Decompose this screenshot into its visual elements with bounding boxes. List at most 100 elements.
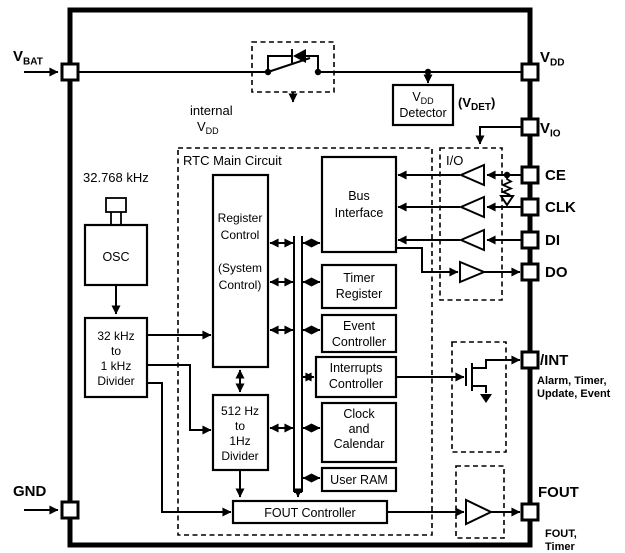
do-output-buffer-icon xyxy=(459,260,487,284)
vdd-detector-label-line1: VDD xyxy=(412,90,434,106)
divider32-line1: 32 kHz xyxy=(97,329,134,343)
bus-interface-line2: Interface xyxy=(335,206,384,220)
clk-pad xyxy=(520,197,540,217)
ce-label: CE xyxy=(545,167,566,184)
io-dashed-box xyxy=(439,147,503,301)
int-note-line2: Update, Event xyxy=(537,388,611,400)
io-label: I/O xyxy=(446,153,463,168)
rtc-main-circuit: RTC Main Circuit Register Control (Syste… xyxy=(177,147,433,536)
crystal-freq-label: 32.768 kHz xyxy=(83,170,149,185)
fout-note-line2: Timer xyxy=(545,541,575,553)
fout-controller-label: FOUT Controller xyxy=(264,506,355,520)
ground-icon xyxy=(499,195,515,207)
int-note-line1: Alarm, Timer, xyxy=(537,375,607,387)
pulldown-resistor-icon xyxy=(500,175,514,197)
divider32-line3: 1 kHz xyxy=(101,359,132,373)
pin-do: DO xyxy=(520,262,568,282)
interrupts-controller-box xyxy=(314,355,398,399)
power-rail xyxy=(78,68,522,76)
crystal-icon xyxy=(105,197,127,213)
di-label: DI xyxy=(545,232,560,249)
vio-pad xyxy=(520,117,540,137)
internal-vdd: internal VDD xyxy=(190,92,298,136)
bus-to-do-wire xyxy=(396,247,459,277)
io-section: I/O xyxy=(396,147,522,301)
internal-vdd-label-line2: VDD xyxy=(197,119,219,136)
vdd-detector-box xyxy=(391,83,455,127)
register-control-line2: Control xyxy=(221,228,260,242)
oscillator-section: 32.768 kHz OSC 32 kHz to 1 kHz Divider xyxy=(83,170,232,517)
vdd-pad xyxy=(520,62,540,82)
timer-register-line1: Timer xyxy=(343,271,374,285)
divider512-line4: Divider xyxy=(221,449,258,463)
nmos-drain-int-wire xyxy=(472,355,521,369)
divider32-box xyxy=(83,316,149,399)
ground-icon xyxy=(480,394,492,403)
register-control-box xyxy=(211,173,270,369)
pin-vbat: VBAT xyxy=(13,48,80,82)
internal-bus xyxy=(293,236,303,498)
user-ram-box xyxy=(320,466,398,493)
pin-gnd: GND xyxy=(13,483,80,520)
clock-calendar-box xyxy=(320,401,398,464)
int-pad xyxy=(520,350,540,370)
interrupts-controller-line2: Controller xyxy=(329,377,383,391)
register-control-line3: (System xyxy=(218,261,262,275)
osc-label: OSC xyxy=(102,250,129,264)
divider512-line3: 1Hz xyxy=(229,434,250,448)
diode-wire-right xyxy=(306,55,319,72)
divider32-line4: Divider xyxy=(97,374,134,388)
pin-ce: CE xyxy=(520,165,566,185)
switch-blade-icon xyxy=(267,57,311,73)
pin-vdd: VDD xyxy=(520,49,564,82)
junction-dot xyxy=(424,68,432,76)
divider512-line1: 512 Hz xyxy=(221,404,259,418)
bus-interface-box xyxy=(320,155,398,254)
vdd-label: VDD xyxy=(540,49,564,69)
clk-input-buffer-icon xyxy=(458,195,485,219)
user-ram-label: User RAM xyxy=(330,473,388,487)
bus-arrows xyxy=(235,238,321,498)
pin-clk: CLK xyxy=(520,197,576,217)
rtc-main-label: RTC Main Circuit xyxy=(183,153,282,168)
pin-di: DI xyxy=(520,230,560,250)
event-controller-line2: Controller xyxy=(332,335,386,349)
fout-dashed-box xyxy=(455,465,505,539)
interrupts-controller-line1: Interrupts xyxy=(330,361,383,375)
ce-pad xyxy=(520,165,540,185)
clock-calendar-line2: and xyxy=(349,422,370,436)
clk-label: CLK xyxy=(545,199,576,216)
pin-fout: FOUT FOUT, Timer xyxy=(520,484,579,553)
divider-to-512div-wire xyxy=(147,364,212,435)
nmos-source-wire xyxy=(472,385,487,393)
gnd-label: GND xyxy=(13,483,47,500)
vdet-label: (VDET) xyxy=(458,95,495,113)
timer-register-line2: Register xyxy=(336,287,383,301)
fout-pad xyxy=(520,502,540,522)
vbat-pad xyxy=(60,62,80,82)
internal-vdd-label-line1: internal xyxy=(190,103,233,118)
event-controller-line1: Event xyxy=(343,319,375,333)
vio-wire xyxy=(475,126,522,145)
fout-note-line1: FOUT, xyxy=(545,528,577,540)
divider512-line2: to xyxy=(235,419,245,433)
event-controller-box xyxy=(320,313,398,354)
pin-vio: VIO xyxy=(475,117,561,145)
clock-calendar-line3: Calendar xyxy=(334,437,385,451)
vdd-detector: VDD Detector (VDET) xyxy=(391,74,495,127)
vdd-detector-label-line2: Detector xyxy=(399,106,446,120)
int-dashed-box xyxy=(451,341,507,453)
divider32-line2: to xyxy=(111,344,121,358)
backup-switch-circuit xyxy=(251,41,335,93)
osc-box xyxy=(83,223,149,287)
ce-input-buffer-icon xyxy=(458,163,485,187)
fout-output-buffer-icon xyxy=(465,498,494,526)
register-control-line4: Control) xyxy=(219,278,262,292)
clock-calendar-line1: Clock xyxy=(343,407,375,421)
divider-to-foutctrl-wire xyxy=(147,382,232,517)
do-label: DO xyxy=(545,264,568,281)
di-pad xyxy=(520,230,540,250)
int-driver-section xyxy=(396,341,521,453)
